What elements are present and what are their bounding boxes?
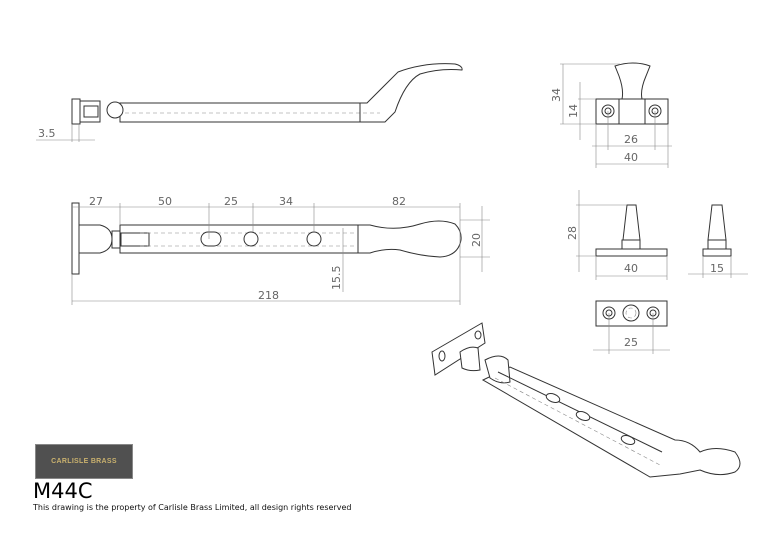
brand-logo-text: CARLISLE BRASS xyxy=(51,458,117,465)
side-hinge xyxy=(79,100,101,123)
product-code: M44C xyxy=(33,479,93,503)
dim-pin-height: 28 xyxy=(566,226,579,240)
dim-bar-height: 15.5 xyxy=(330,266,343,291)
side-backplate xyxy=(71,98,81,125)
copyright-note: This drawing is the property of Carlisle… xyxy=(33,503,352,512)
dim-bracket-width: 40 xyxy=(624,151,638,164)
dim-bracket-base-height: 14 xyxy=(567,104,580,118)
pin-front-view: 28 40 xyxy=(566,190,668,280)
front-handle xyxy=(357,220,462,258)
dim-bracket-height: 34 xyxy=(550,88,563,102)
bracket-view: 34 14 26 40 xyxy=(550,62,672,168)
pin-bottom-view: 25 xyxy=(593,300,670,354)
isometric-view xyxy=(431,322,741,478)
dim-hole-1: 50 xyxy=(158,195,172,208)
dim-hole-3: 34 xyxy=(279,195,293,208)
dim-plate-thickness: 3.5 xyxy=(38,127,56,140)
dim-handle: 82 xyxy=(392,195,406,208)
dim-hole-2: 25 xyxy=(224,195,238,208)
dim-stay-offset: 27 xyxy=(89,195,103,208)
front-hole xyxy=(243,231,259,247)
dim-overall-length: 218 xyxy=(258,289,279,302)
dim-pin-width: 40 xyxy=(624,262,638,275)
side-view: 3.5 xyxy=(36,63,463,142)
side-stay-arm xyxy=(119,63,463,123)
front-bracket xyxy=(78,224,113,254)
side-pivot xyxy=(106,101,124,119)
front-hole xyxy=(306,231,322,247)
bracket-knob xyxy=(614,62,651,100)
front-slot-hole xyxy=(200,231,222,247)
pin-side-view: 15 xyxy=(688,204,748,278)
front-view: 27 50 25 34 82 218 15.5 20 xyxy=(71,195,490,305)
dim-bracket-hole-centres: 26 xyxy=(624,133,638,146)
front-stay-bar xyxy=(119,224,359,254)
dim-pin-side-width: 15 xyxy=(710,262,724,275)
dim-handle-width: 20 xyxy=(470,233,483,247)
brand-logo: CARLISLE BRASS xyxy=(35,444,133,479)
front-backplate xyxy=(71,202,80,275)
dim-pin-hole-centres: 25 xyxy=(624,336,638,349)
